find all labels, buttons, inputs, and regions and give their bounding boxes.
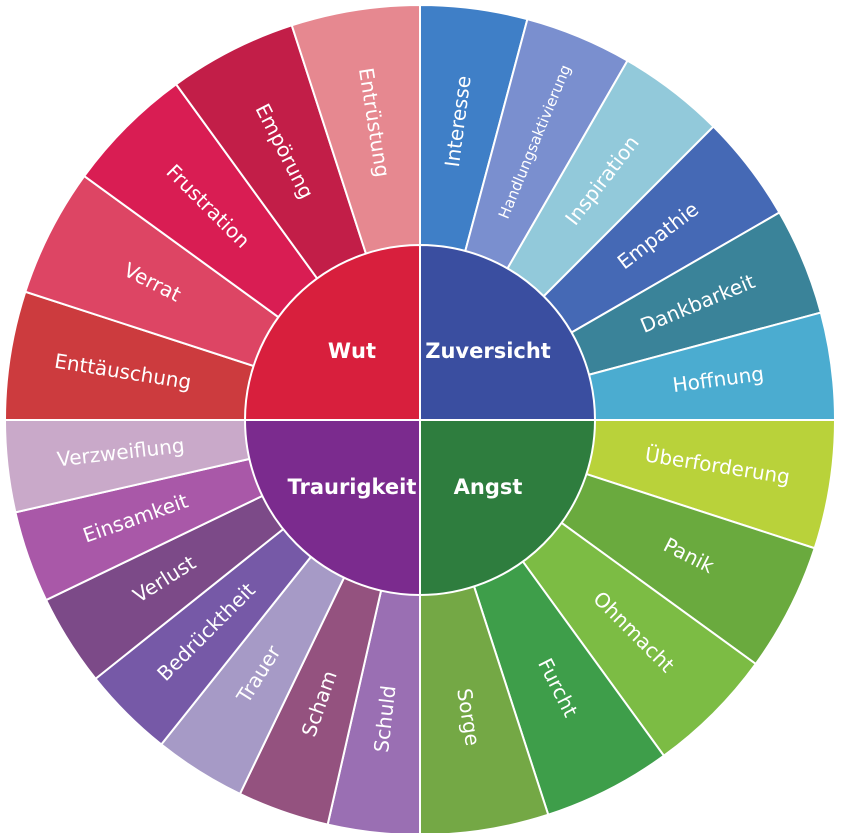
core-label-wut: Wut: [328, 339, 376, 363]
core-label-angst: Angst: [454, 475, 523, 499]
core-wut: [243, 243, 421, 421]
core-label-traurigkeit: Traurigkeit: [287, 475, 416, 499]
core-label-zuversicht: Zuversicht: [425, 339, 551, 363]
